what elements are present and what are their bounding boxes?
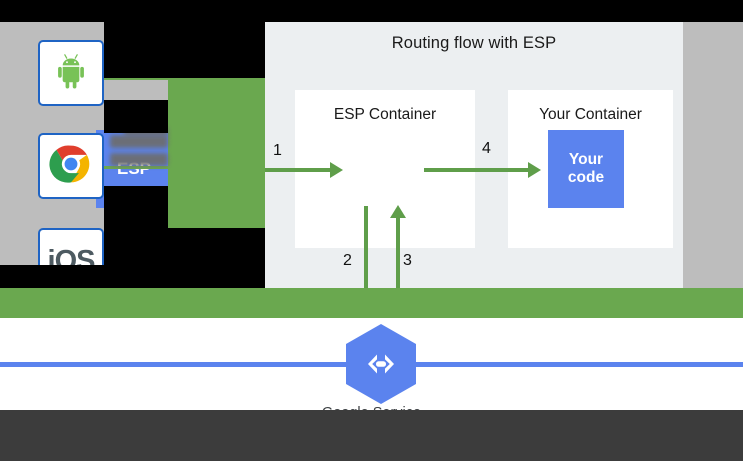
arrow-1-head <box>330 162 343 178</box>
step-number-2: 2 <box>343 252 352 269</box>
your-code-label-line2: code <box>567 169 605 186</box>
arrow-3-line <box>396 214 400 326</box>
arrow-4-line <box>424 168 536 172</box>
your-container-title: Your Container <box>539 106 642 123</box>
android-connector <box>104 77 168 80</box>
esp-container-title: ESP Container <box>333 106 437 123</box>
redacted-label-c <box>110 153 168 166</box>
step-number-4: 4 <box>482 140 491 157</box>
android-icon <box>51 51 91 96</box>
overlay-band-top <box>0 0 743 22</box>
chrome-connector <box>104 166 168 169</box>
overlay-band-d <box>104 228 265 265</box>
diagram-title: Routing flow with ESP <box>391 34 557 52</box>
your-code-box: Your code <box>548 130 624 208</box>
arrow-2-line <box>364 206 368 326</box>
google-service-control-hexagon-icon <box>337 322 425 406</box>
arrow-3-head <box>390 205 406 218</box>
backdrop-right <box>683 22 743 292</box>
step-number-1: 1 <box>273 142 282 159</box>
arrow-1-line <box>263 168 338 172</box>
overlay-band-bottom <box>0 410 743 461</box>
chrome-icon <box>49 142 93 191</box>
overlay-band-b <box>104 100 168 133</box>
your-code-label-line1: Your <box>568 150 604 168</box>
green-band <box>0 288 743 318</box>
overlay-band-c <box>104 186 168 228</box>
redacted-label-b <box>110 135 168 148</box>
client-tile-android[interactable] <box>38 40 104 106</box>
overlay-band-f <box>168 265 265 288</box>
overlay-band-a <box>104 22 265 78</box>
client-tile-chrome[interactable] <box>38 133 104 199</box>
step-number-3: 3 <box>403 252 412 269</box>
arrow-4-head <box>528 162 541 178</box>
